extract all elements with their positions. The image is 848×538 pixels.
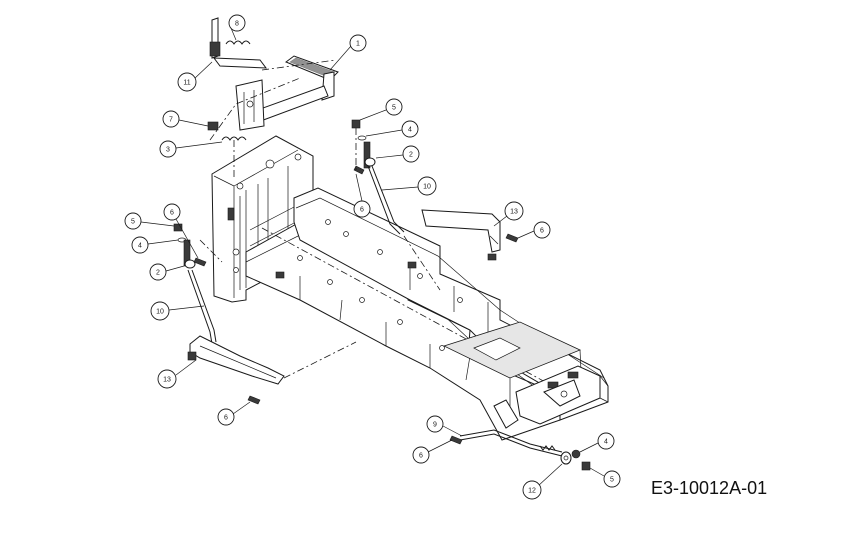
callout-label: 6 (419, 453, 423, 460)
callout-label: 5 (131, 219, 135, 226)
callout-label: 10 (423, 184, 431, 191)
callout-4-bottom: 4 (579, 432, 615, 453)
callout-label: 13 (163, 377, 171, 384)
callout-label: 13 (510, 209, 518, 216)
pedal-assembly (207, 17, 339, 180)
callout-label: 5 (392, 105, 396, 112)
callout-10-left: 10 (150, 301, 205, 321)
callout-6-left-rail: 6 (217, 401, 251, 426)
callout-13-right: 13 (493, 201, 524, 227)
drawing-code: E3-10012A-01 (651, 478, 768, 498)
callout-5-left: 5 (124, 212, 175, 230)
callout-label: 4 (138, 243, 142, 250)
callout-6-right-rail: 6 (517, 221, 551, 239)
left-linkage (173, 223, 357, 405)
callout-5-right: 5 (359, 98, 403, 121)
callout-label: 6 (224, 415, 228, 422)
callout-4-left: 4 (131, 236, 179, 254)
callout-label: 7 (169, 117, 173, 124)
callout-8: 8 (228, 14, 246, 41)
callout-13-left: 13 (157, 359, 197, 389)
callout-4-right: 4 (365, 120, 419, 138)
callout-label: 11 (183, 80, 190, 87)
callout-6-right-linkage: 6 (353, 173, 371, 218)
callout-label: 10 (156, 309, 164, 316)
callout-label: 9 (433, 422, 437, 429)
callout-label: 4 (604, 439, 608, 446)
callout-3: 3 (159, 140, 223, 158)
callout-2-left: 2 (149, 263, 185, 281)
callout-label: 6 (170, 210, 174, 217)
callout-label: 5 (610, 477, 614, 484)
callout-6-left-linkage: 6 (163, 203, 199, 259)
callout-12: 12 (522, 463, 563, 500)
callout-11: 11 (177, 61, 213, 92)
main-frame (211, 135, 609, 441)
rear-rod-assembly (449, 429, 591, 471)
callout-label: 2 (409, 152, 413, 159)
callout-6-rear: 6 (412, 439, 453, 464)
callout-9: 9 (426, 415, 463, 437)
callout-label: 2 (156, 270, 160, 277)
callout-label: 12 (528, 488, 536, 495)
callout-label: 8 (235, 21, 239, 28)
callout-2-right: 2 (375, 145, 420, 163)
right-linkage (351, 119, 519, 291)
callout-label: 1 (356, 41, 360, 48)
callout-label: 3 (166, 147, 170, 154)
callouts: 1 2 2 3 4 4 (124, 14, 621, 500)
callout-7: 7 (162, 110, 209, 128)
callout-5-bottom: 5 (589, 467, 621, 488)
callout-label: 4 (408, 127, 412, 134)
callout-label: 6 (540, 228, 544, 235)
callout-10-right: 10 (381, 176, 437, 196)
callout-label: 6 (360, 207, 364, 214)
callout-1: 1 (329, 34, 367, 71)
